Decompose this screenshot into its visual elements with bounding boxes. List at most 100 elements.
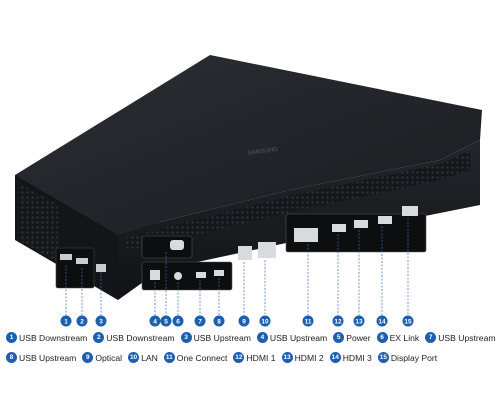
legend-number: 2	[93, 332, 105, 343]
hdmi-port-2	[354, 220, 368, 228]
legend-number: 7	[425, 332, 437, 343]
legend-label: USB Upstream	[193, 332, 251, 343]
legend-number: 5	[333, 332, 345, 343]
usb-port-7	[196, 272, 206, 278]
svg-text:1: 1	[64, 318, 68, 325]
svg-text:12: 12	[334, 318, 342, 325]
callout-badge-7: 7	[194, 315, 206, 327]
device-left-grille	[18, 182, 58, 262]
power-port	[170, 240, 184, 250]
callout-badge-8: 8	[213, 315, 225, 327]
callout-badge-4: 4	[149, 315, 161, 327]
usb-port-3	[96, 264, 106, 272]
legend-label: USB Downstream	[19, 332, 88, 343]
callout-badge-10: 10	[259, 315, 271, 327]
callout-badge-9: 9	[238, 315, 250, 327]
legend-number: 12	[233, 352, 245, 363]
legend-label: HDMI 1	[246, 352, 276, 363]
legend-label: HDMI 3	[342, 352, 372, 363]
callout-badge-3: 3	[95, 315, 107, 327]
legend-label: LAN	[141, 352, 158, 363]
one-connect-port	[294, 228, 318, 242]
legend-label: One Connect	[176, 352, 228, 363]
svg-text:7: 7	[198, 318, 202, 325]
legend-number: 11	[163, 352, 175, 363]
legend-number: 6	[376, 332, 388, 343]
usb-port-1	[60, 254, 72, 260]
legend-number: 13	[281, 352, 293, 363]
svg-text:14: 14	[378, 318, 386, 325]
device-front-grille	[125, 150, 470, 252]
legend-label: Optical	[95, 352, 123, 363]
callout-badge-12: 12	[332, 315, 344, 327]
display-port	[402, 206, 418, 216]
port-panels	[55, 206, 427, 291]
callout-badge-15: 15	[402, 315, 414, 327]
usb-port-2	[76, 258, 88, 264]
usb-port-4	[150, 270, 160, 280]
svg-text:10: 10	[261, 318, 269, 325]
legend-number: 9	[82, 352, 94, 363]
port-panel-mid	[141, 261, 233, 291]
power-panel	[141, 235, 193, 259]
usb-port-8	[214, 270, 224, 276]
callout-badge-13: 13	[353, 315, 365, 327]
legend-number: 1	[6, 332, 17, 343]
device-illustration: SAMSUNG	[15, 55, 482, 327]
callout-badges: 1 2 3 4 5 6 7 8 9 10 11 12 13 14 15	[60, 315, 414, 327]
device-top-face	[15, 55, 482, 240]
legend-label: USB Downstream	[106, 332, 175, 343]
exlink-port	[174, 272, 182, 280]
callout-lines	[65, 218, 409, 316]
legend-label: USB Upstream	[19, 352, 77, 363]
lan-port	[258, 242, 276, 258]
svg-text:2: 2	[80, 318, 84, 325]
legend-label: HDMI 2	[294, 352, 324, 363]
svg-text:11: 11	[305, 318, 312, 325]
svg-text:9: 9	[242, 318, 246, 325]
svg-text:4: 4	[153, 318, 157, 325]
device-brand-text: SAMSUNG	[247, 147, 278, 157]
callout-badge-2: 2	[76, 315, 88, 327]
callout-badge-11: 11	[302, 315, 314, 327]
svg-text:6: 6	[176, 318, 180, 325]
legend-label: USB Upstream	[269, 332, 328, 343]
svg-text:15: 15	[404, 318, 412, 325]
callout-badge-1: 1	[60, 315, 72, 327]
callout-badge-14: 14	[376, 315, 388, 327]
hdmi-port-3	[378, 216, 392, 224]
svg-text:3: 3	[99, 318, 103, 325]
callout-badge-6: 6	[172, 315, 184, 327]
legend-number: 14	[329, 352, 341, 363]
legend-label: EX Link	[389, 332, 420, 343]
svg-text:8: 8	[217, 318, 221, 325]
svg-text:13: 13	[355, 318, 363, 325]
legend-label: USB Upstream	[438, 332, 496, 343]
legend-label: Power	[346, 332, 371, 343]
legend-number: 4	[256, 332, 268, 343]
legend-number: 10	[128, 352, 140, 363]
legend-label: Display Port	[390, 352, 438, 363]
legend-number: 15	[377, 352, 389, 363]
legend-number: 8	[6, 352, 17, 363]
optical-port	[238, 246, 252, 260]
hdmi-port-1	[332, 224, 346, 232]
callout-badge-5: 5	[160, 315, 172, 327]
legend-number: 3	[180, 332, 192, 343]
